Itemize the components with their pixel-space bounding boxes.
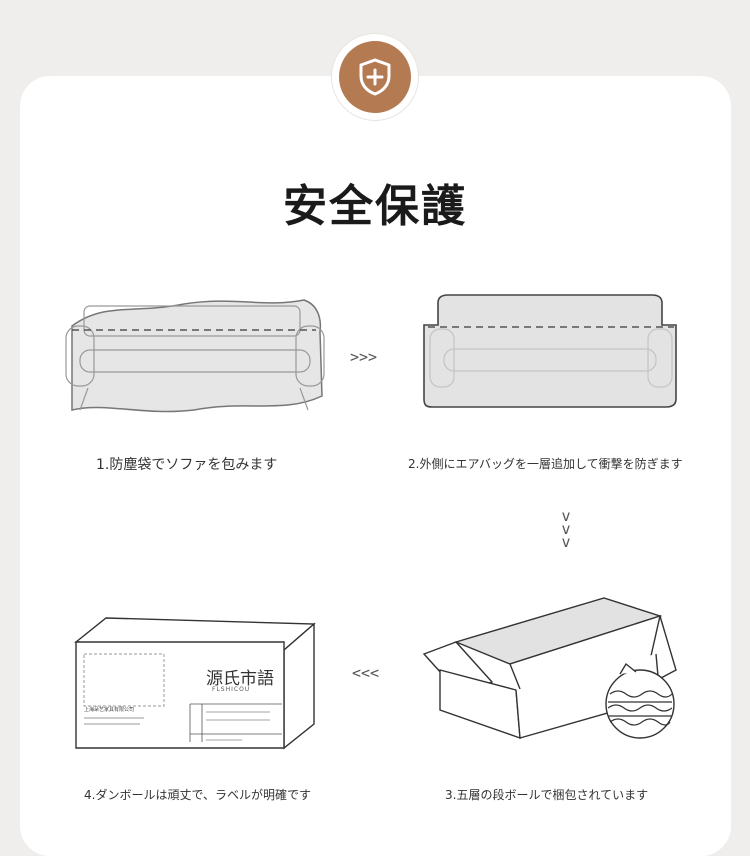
badge bbox=[332, 34, 418, 120]
step-3-caption: 3.五層の段ボールで梱包されています bbox=[445, 788, 649, 802]
arrow-right: >>> bbox=[350, 348, 378, 366]
page-title: 安全保護 bbox=[283, 181, 467, 232]
arrow-down: v v v bbox=[558, 507, 574, 551]
arrow-down-2: v bbox=[561, 520, 571, 538]
carton-brand: 源氏市語 bbox=[206, 669, 274, 689]
step-4-caption: 4.ダンボールは頑丈で、ラベルが明確です bbox=[84, 788, 311, 802]
shield-plus-icon bbox=[359, 58, 391, 96]
badge-circle bbox=[339, 41, 411, 113]
labeled-carton-illustration bbox=[74, 617, 316, 750]
arrow-down-1: v bbox=[561, 507, 571, 525]
arrow-left: <<< bbox=[352, 664, 380, 682]
arrow-down-3: v bbox=[561, 533, 571, 551]
carton-brand-sub: FLSHICOU bbox=[212, 686, 251, 693]
sofa-air-bag-illustration bbox=[423, 294, 677, 408]
corrugated-box-illustration bbox=[422, 597, 677, 740]
step-1-caption: 1.防塵袋でソファを包みます bbox=[96, 457, 278, 473]
sofa-dust-bag-illustration bbox=[65, 299, 325, 413]
carton-company: 上海朵艺家具有限公司 bbox=[84, 707, 135, 713]
step-2-caption: 2.外側にエアバッグを一層追加して衝撃を防ぎます bbox=[408, 457, 683, 471]
